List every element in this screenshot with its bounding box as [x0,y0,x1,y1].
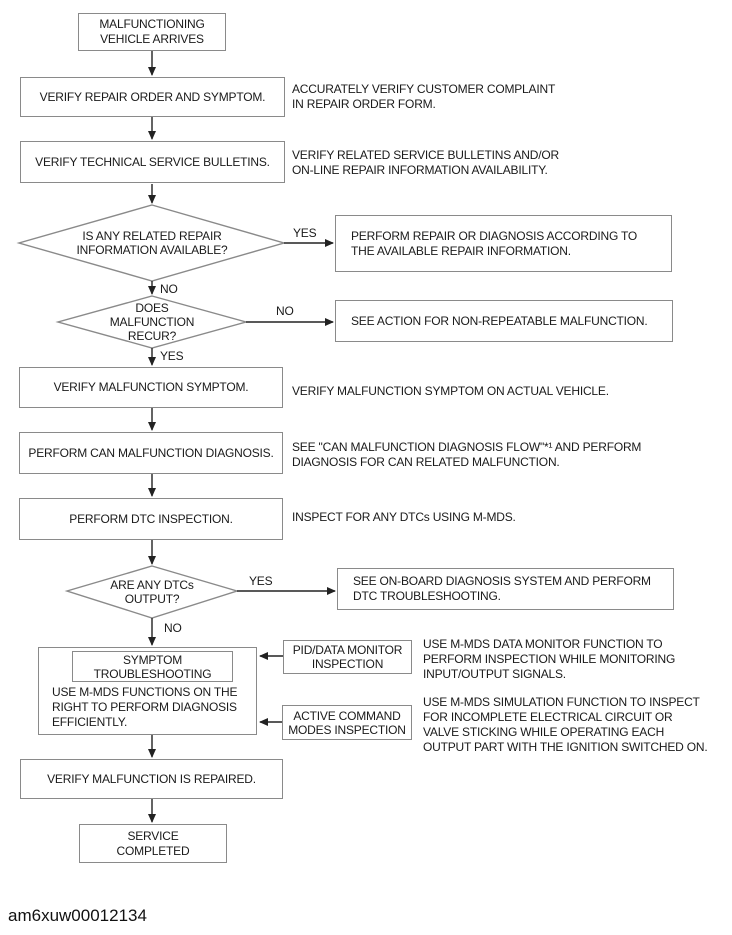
node-pid-monitor-label: PID/DATA MONITOR INSPECTION [292,643,403,671]
node-verify-symptom-label: VERIFY MALFUNCTION SYMPTOM. [53,380,249,394]
note-verify-symptom: VERIFY MALFUNCTION SYMPTOM ON ACTUAL VEH… [292,384,609,398]
node-verify-repair-order: VERIFY REPAIR ORDER AND SYMPTOM. [20,77,285,117]
decision-repair-info: IS ANY RELATED REPAIR INFORMATION AVAILA… [19,205,285,281]
node-start: MALFUNCTIONING VEHICLE ARRIVES [78,13,226,51]
figure-code: am6xuw00012134 [8,906,147,925]
node-symptom-troubleshooting-title: SYMPTOM TROUBLESHOOTING [93,652,212,681]
node-symptom-troubleshooting-body: USE M-MDS FUNCTIONS ON THE RIGHT TO PERF… [52,685,238,729]
node-perform-repair: PERFORM REPAIR OR DIAGNOSIS ACCORDING TO… [335,215,672,272]
node-perform-repair-label: PERFORM REPAIR OR DIAGNOSIS ACCORDING TO… [351,228,638,258]
note-pid-monitor: USE M-MDS DATA MONITOR FUNCTION TO PERFO… [423,637,676,681]
node-non-repeatable-label: SEE ACTION FOR NON-REPEATABLE MALFUNCTIO… [351,313,648,328]
node-dtc-inspection: PERFORM DTC INSPECTION. [19,498,283,540]
branch-no-recur: NO [276,304,294,318]
node-start-label: MALFUNCTIONING VEHICLE ARRIVES [99,17,205,46]
decision-recur-label: DOES MALFUNCTION RECUR? [109,301,195,343]
node-verify-symptom: VERIFY MALFUNCTION SYMPTOM. [19,367,283,408]
branch-no-repair-info: NO [160,282,178,296]
node-symptom-troubleshooting-title-box: SYMPTOM TROUBLESHOOTING [72,651,233,682]
branch-yes-repair-info: YES [293,226,317,240]
decision-dtc: ARE ANY DTCs OUTPUT? [67,566,237,618]
branch-no-dtc: NO [164,621,182,635]
note-active-command: USE M-MDS SIMULATION FUNCTION TO INSPECT… [423,695,708,754]
note-can-diagnosis: SEE "CAN MALFUNCTION DIAGNOSIS FLOW"*¹ A… [292,440,642,469]
node-service-completed: SERVICE COMPLETED [79,824,227,863]
node-can-diagnosis-label: PERFORM CAN MALFUNCTION DIAGNOSIS. [28,445,274,460]
node-verify-tsb-label: VERIFY TECHNICAL SERVICE BULLETINS. [35,154,270,169]
node-can-diagnosis: PERFORM CAN MALFUNCTION DIAGNOSIS. [19,432,283,474]
node-non-repeatable: SEE ACTION FOR NON-REPEATABLE MALFUNCTIO… [335,300,673,342]
node-verify-repair-order-label: VERIFY REPAIR ORDER AND SYMPTOM. [39,89,266,104]
node-onboard-diagnosis: SEE ON-BOARD DIAGNOSIS SYSTEM AND PERFOR… [337,568,674,610]
note-dtc-inspection: INSPECT FOR ANY DTCs USING M-MDS. [292,510,516,524]
node-verify-repaired: VERIFY MALFUNCTION IS REPAIRED. [20,759,283,799]
node-onboard-diagnosis-label: SEE ON-BOARD DIAGNOSIS SYSTEM AND PERFOR… [353,574,651,603]
node-verify-repaired-label: VERIFY MALFUNCTION IS REPAIRED. [47,771,256,786]
node-active-command: ACTIVE COMMAND MODES INSPECTION [282,705,412,740]
node-dtc-inspection-label: PERFORM DTC INSPECTION. [69,511,233,526]
decision-recur: DOES MALFUNCTION RECUR? [58,296,246,348]
note-verify-repair-order: ACCURATELY VERIFY CUSTOMER COMPLAINT IN … [292,82,556,111]
decision-dtc-label: ARE ANY DTCs OUTPUT? [110,578,194,606]
branch-yes-dtc: YES [249,574,273,588]
note-verify-tsb: VERIFY RELATED SERVICE BULLETINS AND/OR … [292,148,559,177]
decision-repair-info-label: IS ANY RELATED REPAIR INFORMATION AVAILA… [76,229,228,257]
node-verify-tsb: VERIFY TECHNICAL SERVICE BULLETINS. [20,141,285,183]
node-active-command-label: ACTIVE COMMAND MODES INSPECTION [288,708,406,737]
node-service-completed-label: SERVICE COMPLETED [116,828,190,858]
node-pid-monitor: PID/DATA MONITOR INSPECTION [283,640,412,674]
branch-yes-recur: YES [160,349,184,363]
